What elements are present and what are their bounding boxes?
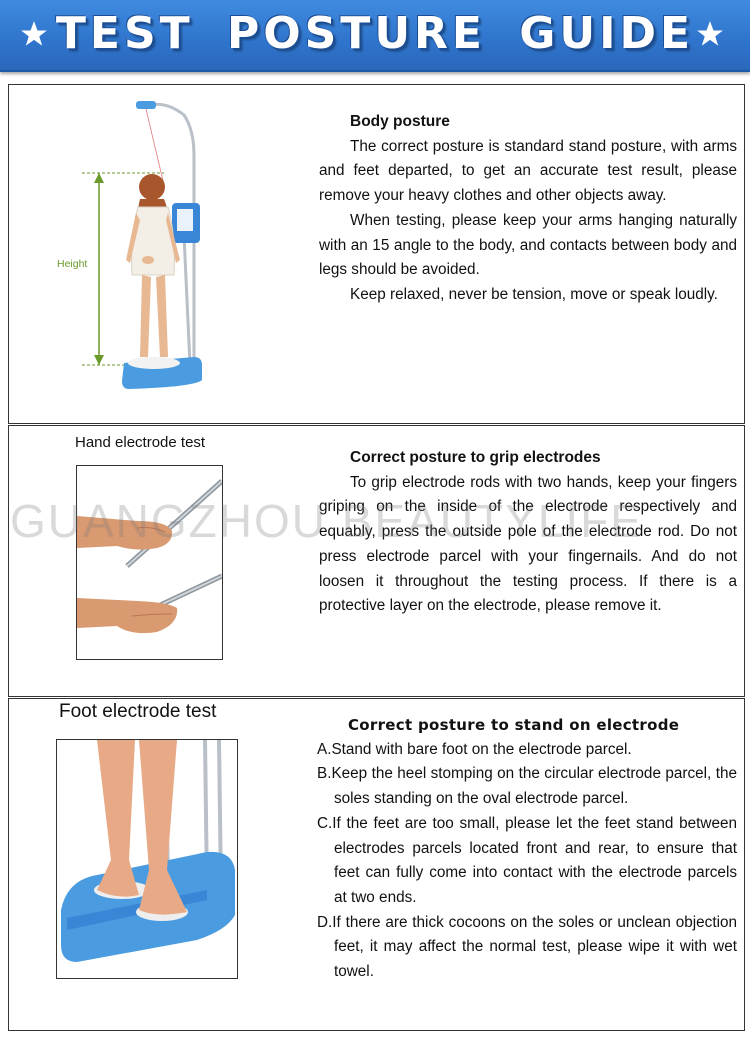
- star-icon: [697, 21, 723, 46]
- body-posture-paragraph: Keep relaxed, never be tension, move or …: [350, 285, 718, 303]
- foot-electrode-label: Foot electrode test: [59, 701, 217, 722]
- hand-electrode-photo: [76, 465, 223, 660]
- foot-electrode-photo: [56, 739, 238, 979]
- body-posture-heading: Body posture: [350, 113, 450, 130]
- hand-electrode-panel: Hand electrode test Correct posture to g…: [8, 425, 745, 697]
- body-posture-panel: Height Body posture The correct posture …: [8, 84, 745, 424]
- foot-electrode-text: Correct posture to stand on electrode A.…: [317, 713, 737, 985]
- hand-electrode-heading: Correct posture to grip electrodes: [350, 449, 601, 466]
- body-posture-paragraph: When testing, please keep your arms hang…: [319, 211, 737, 279]
- body-posture-paragraph: The correct posture is standard stand po…: [319, 137, 737, 205]
- header-banner: TEST POSTURE GUIDE: [0, 0, 750, 72]
- star-icon: [21, 21, 47, 46]
- height-label: Height: [57, 258, 88, 270]
- foot-electrode-item: D.If there are thick cocoons on the sole…: [317, 913, 737, 981]
- foot-electrode-item: A.Stand with bare foot on the electrode …: [317, 740, 632, 758]
- hand-electrode-label: Hand electrode test: [75, 434, 206, 451]
- body-posture-illustration: [82, 101, 202, 389]
- foot-electrode-item: B.Keep the heel stomping on the circular…: [317, 765, 737, 808]
- foot-electrode-item: C.If the feet are too small, please let …: [317, 814, 737, 906]
- body-posture-text: Body posture The correct posture is stan…: [319, 110, 737, 308]
- foot-electrode-panel: Foot electrode test Correct posture to s…: [8, 698, 745, 1031]
- hand-electrode-paragraph: To grip electrode rods with two hands, k…: [319, 473, 737, 615]
- foot-electrode-heading: Correct posture to stand on electrode: [348, 716, 680, 734]
- hand-electrode-text: Correct posture to grip electrodes To gr…: [319, 446, 737, 619]
- page-title: TEST POSTURE GUIDE: [55, 8, 695, 59]
